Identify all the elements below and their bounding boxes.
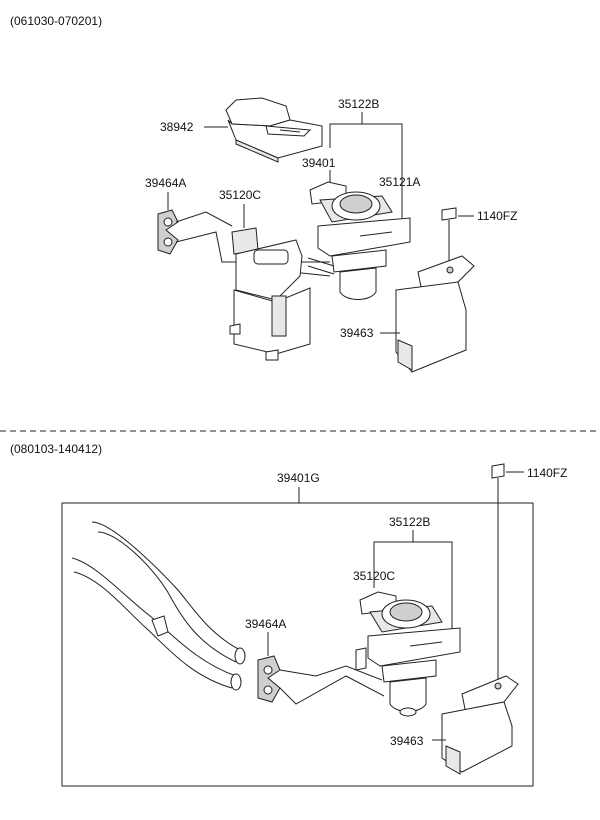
sensor-39401-icon[interactable] xyxy=(307,181,411,300)
label-39463-2: 39463 xyxy=(390,734,424,748)
label-39463-1: 39463 xyxy=(340,326,374,340)
bracket-39463-2-icon[interactable] xyxy=(441,675,519,775)
bolt-1140FZ-1-icon[interactable] xyxy=(441,207,457,262)
section-2-range: (080103-140412) xyxy=(10,442,102,456)
label-35120C-2: 35120C xyxy=(353,569,395,583)
clip-39464A-1-icon[interactable] xyxy=(157,209,179,255)
label-38942: 38942 xyxy=(160,120,194,134)
assembly-frame xyxy=(61,502,534,787)
label-35122B-2: 35122B xyxy=(389,515,430,529)
label-39464A-2: 39464A xyxy=(245,617,286,631)
label-39401G: 39401G xyxy=(277,471,320,485)
label-1140FZ-2: 1140FZ xyxy=(527,466,567,480)
bolt-1140FZ-2-icon[interactable] xyxy=(491,463,505,686)
label-1140FZ-1: 1140FZ xyxy=(477,209,517,223)
label-35122B-1: 35122B xyxy=(338,97,379,111)
section-1-range: (061030-070201) xyxy=(10,14,102,28)
label-35121A: 35121A xyxy=(379,175,420,189)
sensor-35120C-icon[interactable] xyxy=(355,591,461,717)
bracket-39463-1-icon[interactable] xyxy=(395,255,475,373)
cover-38942-icon[interactable] xyxy=(225,97,323,163)
section-1: (061030-070201) 38942 35122B 39401 35121… xyxy=(10,14,517,373)
solenoid-35120C-icon[interactable] xyxy=(229,227,311,361)
label-39464A-1: 39464A xyxy=(145,176,186,190)
clip-39464A-2-icon[interactable] xyxy=(257,655,281,703)
label-39401: 39401 xyxy=(302,156,336,170)
hose-assembly-icon[interactable] xyxy=(71,521,246,691)
label-35120C-1: 35120C xyxy=(219,188,261,202)
section-2: (080103-140412) 39401G 1140FZ 39464A xyxy=(10,442,567,787)
